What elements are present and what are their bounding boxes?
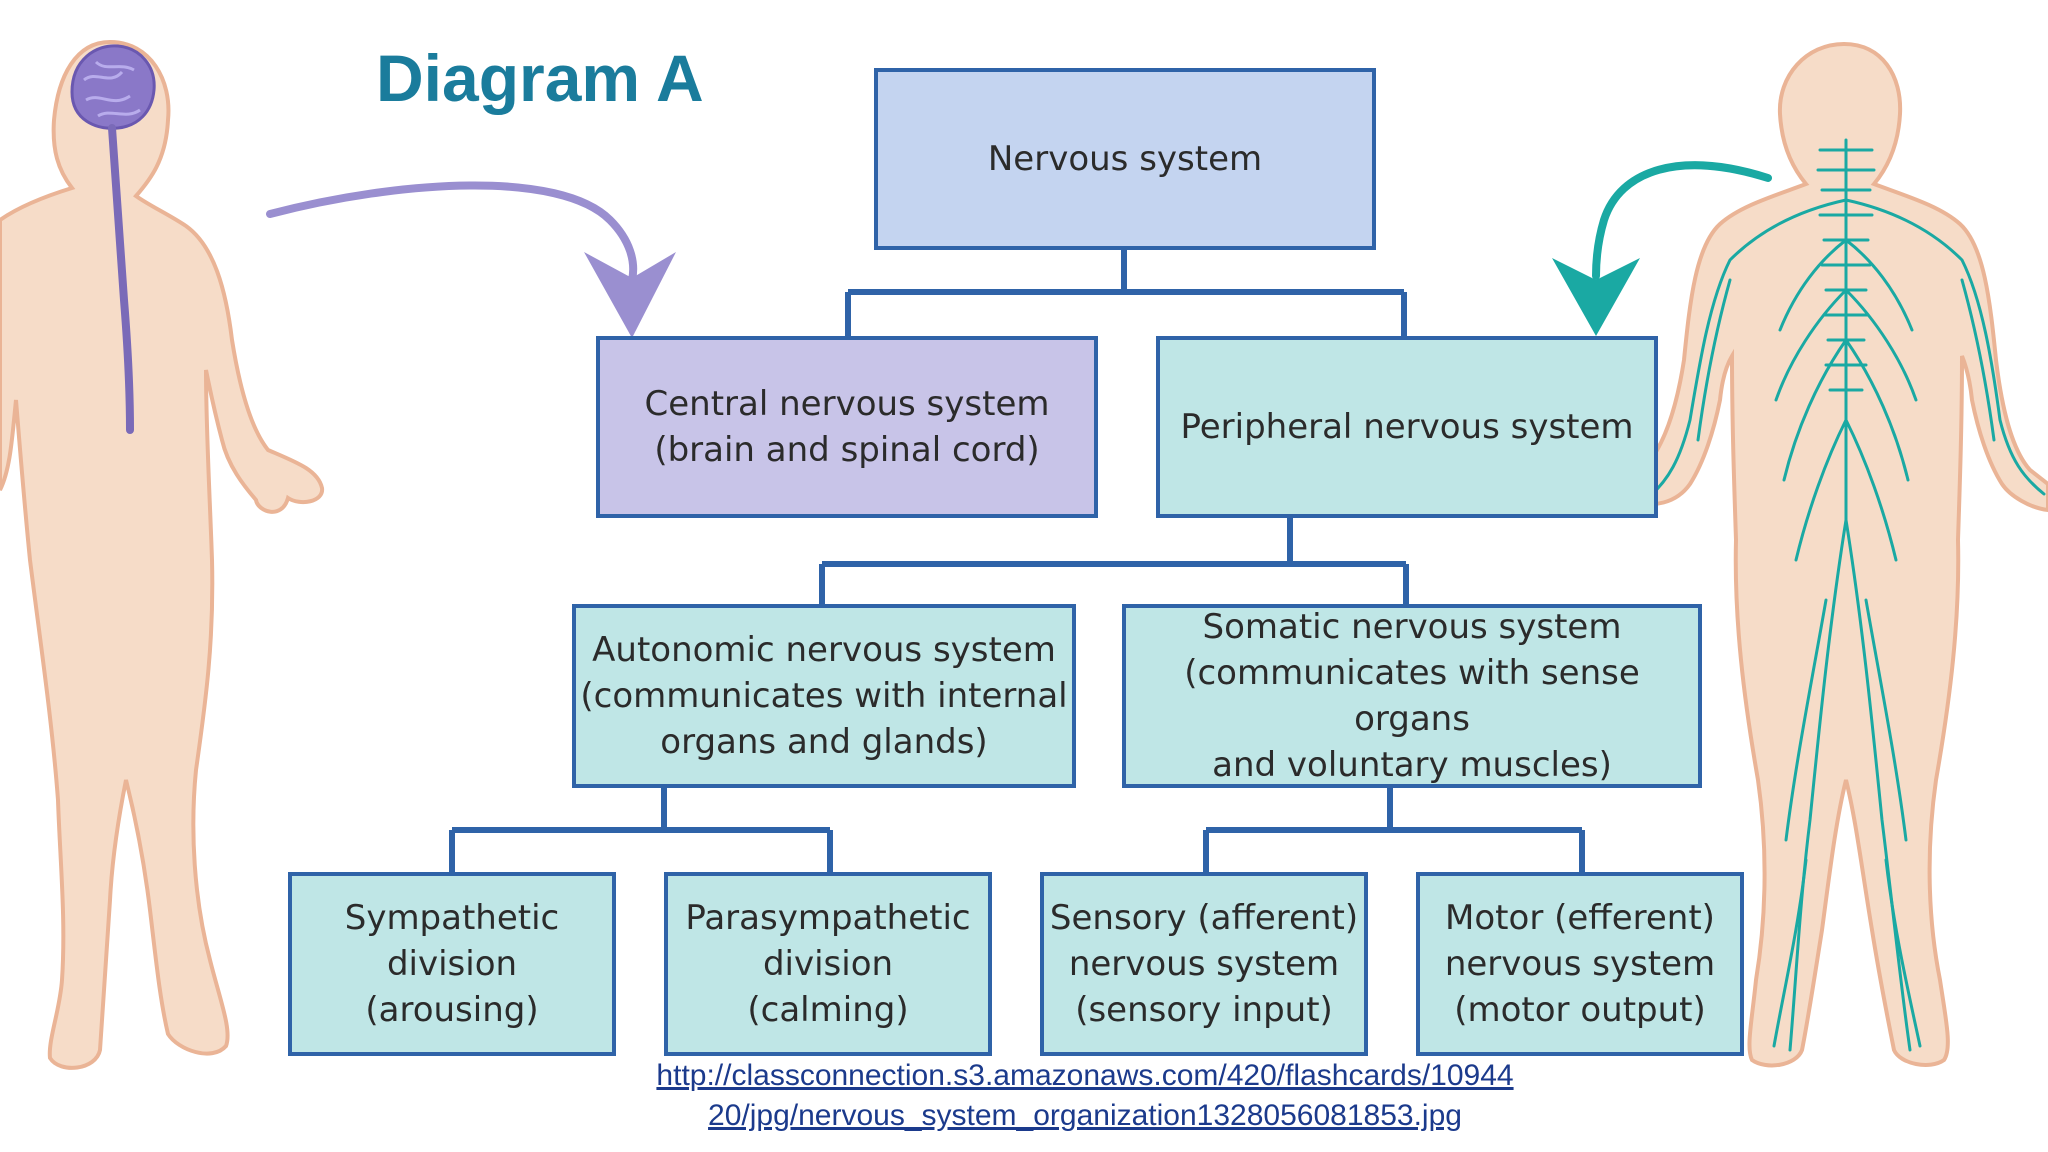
node-autonomic-nervous-system: Autonomic nervous system (communicates w… <box>572 604 1076 788</box>
cns-pointer-arrow <box>266 181 676 338</box>
node-text: Peripheral nervous system <box>1180 407 1634 447</box>
node-text: Nervous system <box>987 139 1263 179</box>
hierarchy-connectors <box>449 248 1585 874</box>
left-figure-spinal-cord <box>108 124 134 434</box>
node-sensory-nervous-system: Sensory (afferent) nervous system (senso… <box>1040 872 1368 1056</box>
source-url-line-1[interactable]: http://classconnection.s3.amazonaws.com/… <box>656 1059 1514 1092</box>
node-peripheral-nervous-system: Peripheral nervous system <box>1156 336 1658 518</box>
node-somatic-nervous-system: Somatic nervous system (communicates wit… <box>1122 604 1702 788</box>
left-figure-brain <box>70 44 156 130</box>
source-url-line-2[interactable]: 20/jpg/nervous_system_organization132805… <box>708 1099 1462 1132</box>
node-sympathetic-division: Sympathetic division (arousing) <box>288 872 616 1056</box>
left-human-figure <box>0 39 324 1070</box>
right-human-figure <box>1638 41 2048 1068</box>
node-parasympathetic-division: Parasympathetic division (calming) <box>664 872 992 1056</box>
node-text: Sensory (afferent) nervous system (senso… <box>1049 898 1359 1030</box>
diagram-title: Diagram A <box>376 41 704 115</box>
node-text: Somatic nervous system (communicates wit… <box>1184 607 1640 785</box>
left-figure-body <box>0 39 324 1070</box>
node-text: Parasympathetic division (calming) <box>685 898 971 1030</box>
node-text: Autonomic nervous system (communicates w… <box>580 630 1068 762</box>
node-nervous-system: Nervous system <box>874 68 1376 250</box>
node-text: Motor (efferent) nervous system (motor o… <box>1444 898 1716 1030</box>
pns-pointer-arrow <box>1552 161 1772 336</box>
left-figure-brain-folds <box>83 60 141 118</box>
node-central-nervous-system: Central nervous system (brain and spinal… <box>596 336 1098 518</box>
node-motor-nervous-system: Motor (efferent) nervous system (motor o… <box>1416 872 1744 1056</box>
node-text: Sympathetic division (arousing) <box>344 898 560 1030</box>
node-text: Central nervous system (brain and spinal… <box>644 384 1050 470</box>
right-figure-nerves <box>1648 138 2046 1052</box>
